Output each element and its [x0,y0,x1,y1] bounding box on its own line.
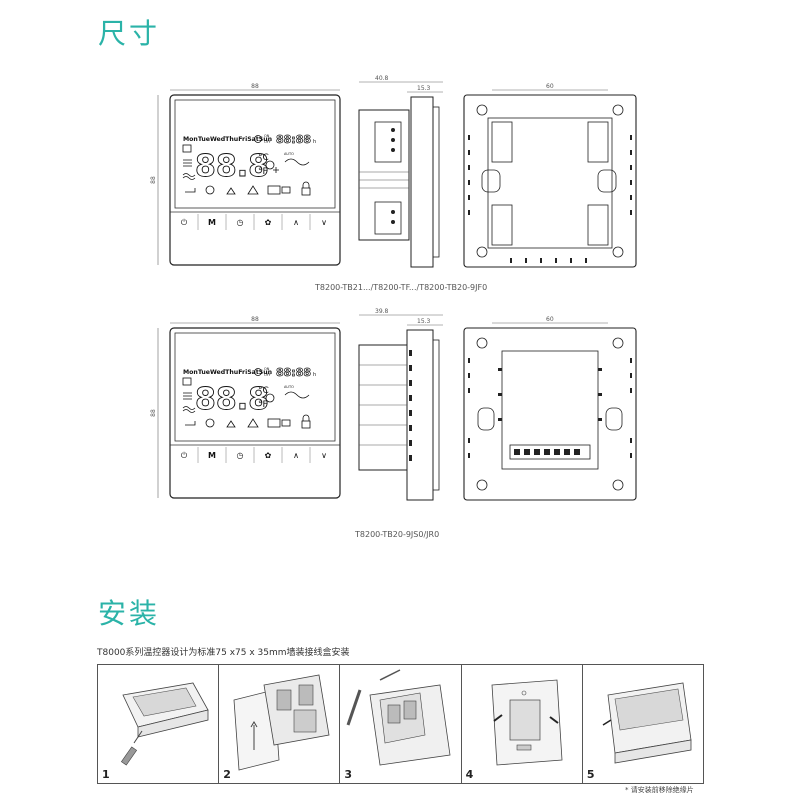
lcd2-clock: 88:88 [276,366,311,379]
front2-fan-button[interactable]: ✿ [265,451,272,460]
back2-width-label: 60 [546,316,554,323]
front1-down-button[interactable]: ∨ [321,218,327,227]
lcd2-unit-f: °F [258,400,268,410]
front1-button-row: ⏻ M ◷ ✿ ∧ ∨ [181,214,327,230]
install-step-5: 5 [583,665,703,783]
side2-inner-label: 15.3 [417,318,431,325]
front1-power-button[interactable]: ⏻ [181,218,188,227]
front2-width-label: 88 [251,316,259,323]
install-step-3: 3 [340,665,462,783]
front1-fan-button[interactable]: ✿ [265,218,272,227]
front2-height-label: 88 [150,409,157,417]
lcd1-icon-row [185,181,311,196]
front2-mode-button[interactable]: M [208,451,216,460]
side2-depth-label: 39.8 [375,308,389,315]
lcd2-unit-c: °C [258,386,269,396]
step2-illustration [233,674,330,771]
lcd1-days: MonTueWedThuFriSatSun [183,136,272,143]
drawing2-caption: T8200-TB20-9JS0/JR0 [355,530,440,539]
drawing1-caption: T8200-TB21.../T8200-TF.../T8200-TB20-9JF… [315,283,488,292]
install-steps: 1 2 3 4 [97,664,704,784]
step4-illustration [491,679,563,766]
install-intro: T8000系列温控器设计为标准75 x75 x 35mm墙装接线盒安装 [97,648,350,658]
step3-illustration [346,669,451,766]
install-step-4: 4 [462,665,583,783]
install-step-2: 2 [219,665,341,783]
lcd2-days: MonTueWedThuFriSatSun [183,369,272,376]
lcd2-icon-row [185,414,311,429]
lcd2-h: h [313,372,316,378]
lcd1-on: ON [264,134,270,138]
install-step-1: 1 [98,665,220,783]
side1-inner-label: 15.3 [417,85,431,92]
front2-button-row: ⏻ M ◷ ✿ ∧ ∨ [181,447,327,463]
side1-depth-label: 40.8 [375,75,389,82]
front1-height-label: 88 [150,176,157,184]
front1-clock-button[interactable]: ◷ [237,218,244,227]
step-number-4: 4 [465,768,474,781]
lcd2-on: ON [264,367,270,371]
lcd1-unit-f: °F [258,167,268,177]
front2-power-button[interactable]: ⏻ [181,451,188,460]
lcd1-clock: 88:88 [276,133,311,146]
back-view-1: 60 [463,83,637,268]
step-number-5: 5 [586,768,595,781]
step-number-3: 3 [344,768,353,781]
step-number-1: 1 [102,768,110,781]
lcd2-auto: AUTO [284,385,294,389]
lcd1-h: h [313,139,316,145]
lcd1-unit-c: °C [258,153,269,163]
lcd1-auto: AUTO [284,152,294,156]
install-note: * 请安装前移除绝缘片 [625,786,694,794]
front-view-1: 88 88 MonTueWedThuFriSatSun ON OFF 88:88… [150,83,341,266]
front1-width-label: 88 [251,83,259,90]
front2-clock-button[interactable]: ◷ [237,451,244,460]
lcd2-off: OFF [264,373,271,377]
dimensions-title: 尺寸 [98,17,161,50]
front1-up-button[interactable]: ∧ [293,218,299,227]
lcd2-main-digits: 88.8 [195,382,269,417]
back1-width-label: 60 [546,83,554,90]
side-view-1: 40.8 15.3 [358,75,443,268]
front1-mode-button[interactable]: M [208,218,216,227]
install-title: 安装 [98,597,161,630]
back-view-2: 60 [463,316,637,501]
front-view-2: 88 88 MonTueWedThuFriSatSun ON OFF 88:88… [150,316,341,499]
step-number-2: 2 [223,768,231,781]
lcd1-off: OFF [264,140,271,144]
step5-illustration [602,682,692,764]
step1-illustration [120,682,209,766]
side-view-2: 39.8 15.3 [358,308,443,501]
lcd1-main-digits: 88.8 [195,149,269,184]
front2-up-button[interactable]: ∧ [293,451,299,460]
front2-down-button[interactable]: ∨ [321,451,327,460]
